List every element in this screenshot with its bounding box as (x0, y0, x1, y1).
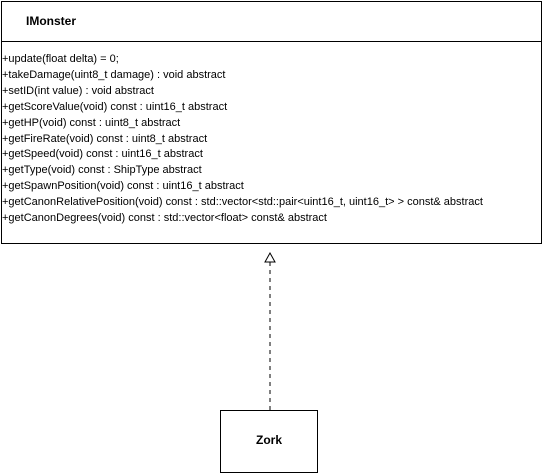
zork-class-name: Zork (255, 433, 282, 447)
method-take-damage: +takeDamage(uint8_t damage) : void abstr… (2, 68, 226, 81)
zork-class[interactable]: Zork (220, 410, 318, 473)
imonster-class-name: IMonster (26, 14, 77, 28)
method-get-spawn-position: +getSpawnPosition(void) const : uint16_t… (2, 180, 244, 193)
imonster-methods: +update(float delta) = 0; +takeDamage(ui… (2, 52, 483, 227)
method-get-score-value: +getScoreValue(void) const : uint16_t ab… (2, 100, 228, 113)
imonster-header: IMonster (2, 2, 541, 42)
method-get-hp: +getHP(void) const : uint8_t abstract (2, 116, 181, 129)
method-set-id: +setID(int value) : void abstract (2, 84, 154, 97)
method-get-speed: +getSpeed(void) const : uint16_t abstrac… (2, 148, 203, 161)
method-get-canon-degrees: +getCanonDegrees(void) const : std::vect… (2, 212, 327, 225)
realization-arrowhead-icon (264, 251, 276, 263)
imonster-class[interactable]: IMonster (1, 1, 542, 244)
method-get-fire-rate: +getFireRate(void) const : uint8_t abstr… (2, 132, 208, 145)
method-get-type: +getType(void) const : ShipType abstract (2, 164, 202, 177)
method-get-canon-relative-position: +getCanonRelativePosition(void) const : … (2, 196, 483, 209)
method-update: +update(float delta) = 0; (2, 53, 119, 65)
